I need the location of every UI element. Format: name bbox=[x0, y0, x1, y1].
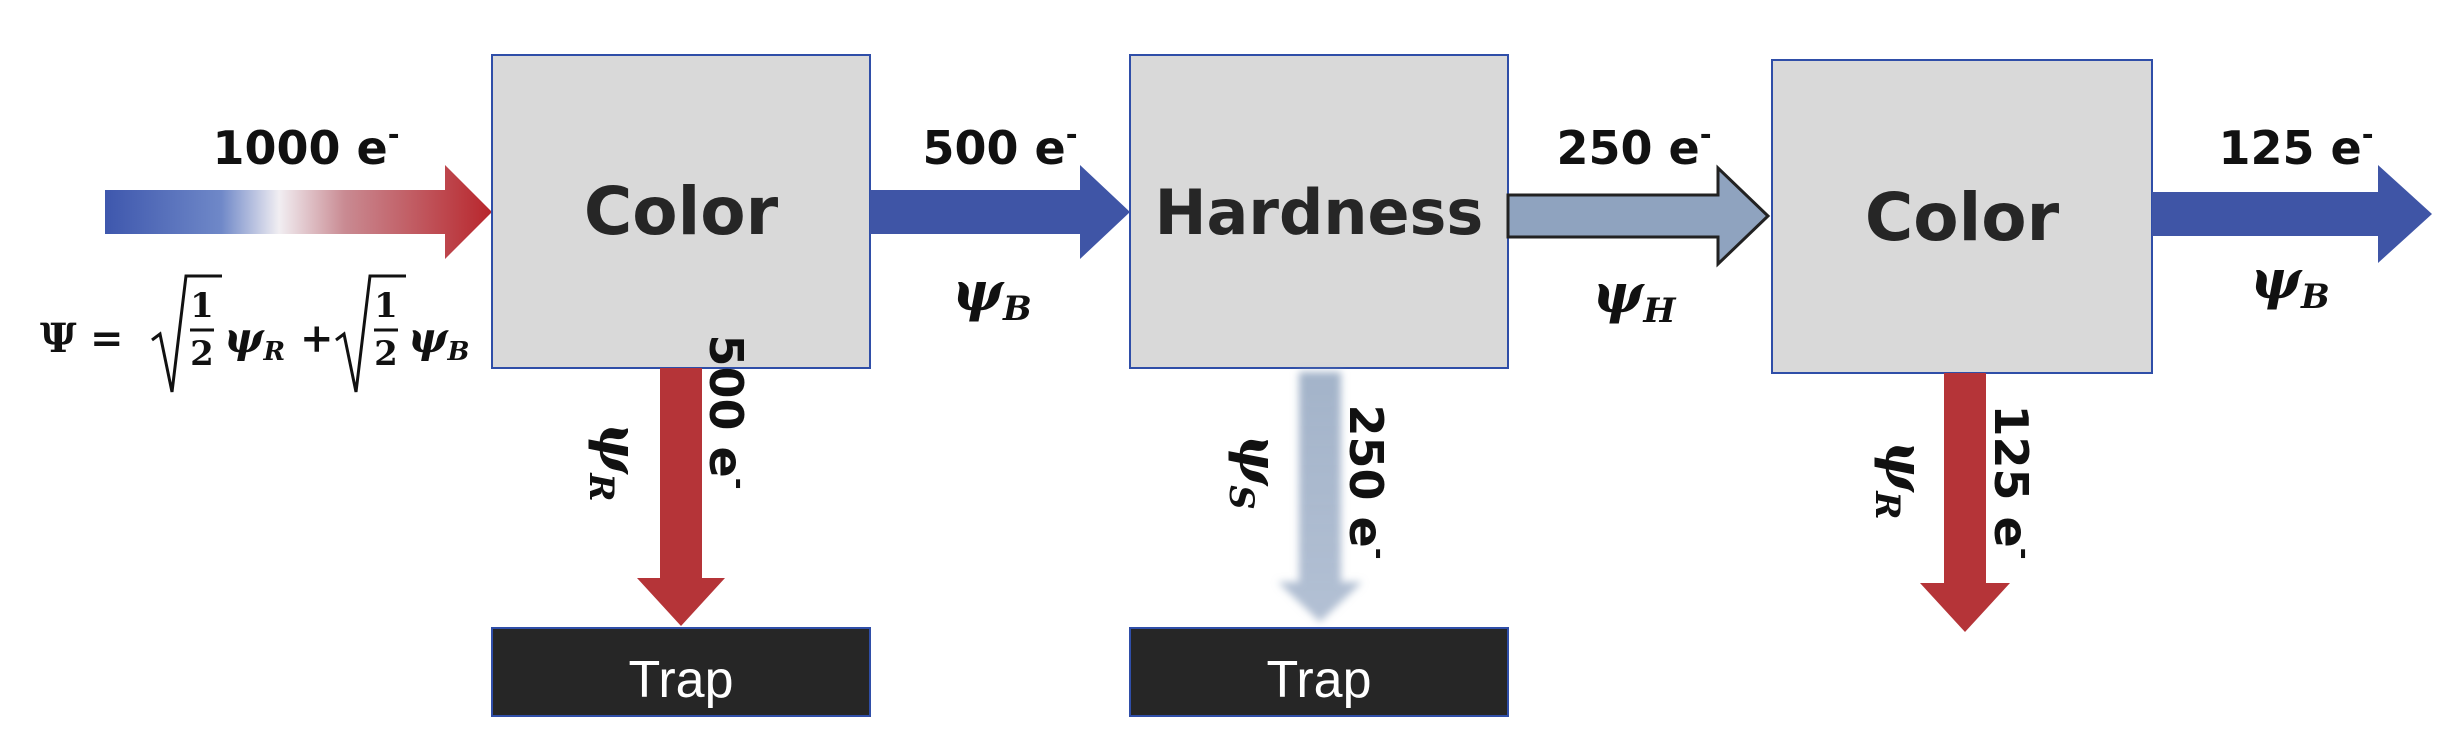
reject-3-count-label: 125 e- bbox=[1984, 404, 2041, 559]
beam-1-2-arrow bbox=[870, 165, 1130, 259]
trap-2 bbox=[1129, 627, 1509, 717]
output-state-label: ψB bbox=[2250, 247, 2330, 317]
beam-1-2-state-label: ψB bbox=[952, 259, 1032, 329]
stage-3-label: Color bbox=[1865, 179, 2060, 256]
reject-2-state-label: ψS bbox=[1221, 434, 1291, 509]
stage-2-label: Hardness bbox=[1155, 176, 1484, 249]
equation-psi-b: ψB bbox=[408, 313, 470, 367]
stage-2-hardness-box bbox=[1129, 54, 1509, 369]
input-beam-arrow bbox=[105, 165, 492, 259]
input-count-label: 1000 e- bbox=[212, 118, 399, 175]
stage-1-color-box bbox=[491, 54, 871, 369]
beam-2-3-state-label: ψH bbox=[1593, 261, 1678, 331]
fraction-2-numerator: 1 bbox=[374, 286, 398, 326]
output-count-label: 125 e- bbox=[2218, 118, 2373, 175]
equation-psi-r: ψR bbox=[224, 313, 285, 367]
equation-plus: + bbox=[300, 315, 334, 362]
reject-1-arrow bbox=[637, 368, 725, 626]
fraction-2-denominator: 2 bbox=[374, 334, 398, 374]
beam-2-3-count-label: 250 e- bbox=[1556, 118, 1711, 175]
fraction-1-numerator: 1 bbox=[190, 286, 214, 326]
reject-3-state-label: ψR bbox=[1867, 440, 1937, 519]
output-beam-arrow bbox=[2152, 165, 2432, 263]
reject-1-count-label: 500 e- bbox=[699, 334, 756, 489]
superposition-equation: Ψ = 1 2 ψR + 1 2 ψB bbox=[40, 274, 470, 393]
trap-1 bbox=[491, 627, 871, 717]
stage-1-label: Color bbox=[584, 173, 779, 250]
reject-3-arrow bbox=[1920, 373, 2010, 632]
equation-equals: = bbox=[90, 315, 124, 362]
stage-3-color-box bbox=[1771, 59, 2153, 374]
sqrt-symbol-1 bbox=[151, 274, 222, 393]
fraction-1-denominator: 2 bbox=[190, 334, 214, 374]
beam-1-2-count-label: 500 e- bbox=[922, 118, 1077, 175]
reject-2-arrow bbox=[1278, 372, 1362, 622]
beam-2-3-arrow bbox=[1506, 164, 1771, 268]
trap-1-label: Trap bbox=[629, 651, 734, 709]
equation-lhs: Ψ bbox=[40, 315, 77, 362]
reject-1-state-label: ψR bbox=[581, 422, 651, 501]
trap-2-label: Trap bbox=[1267, 651, 1372, 709]
sqrt-symbol-2 bbox=[335, 274, 406, 393]
reject-2-count-label: 250 e- bbox=[1339, 404, 1396, 559]
